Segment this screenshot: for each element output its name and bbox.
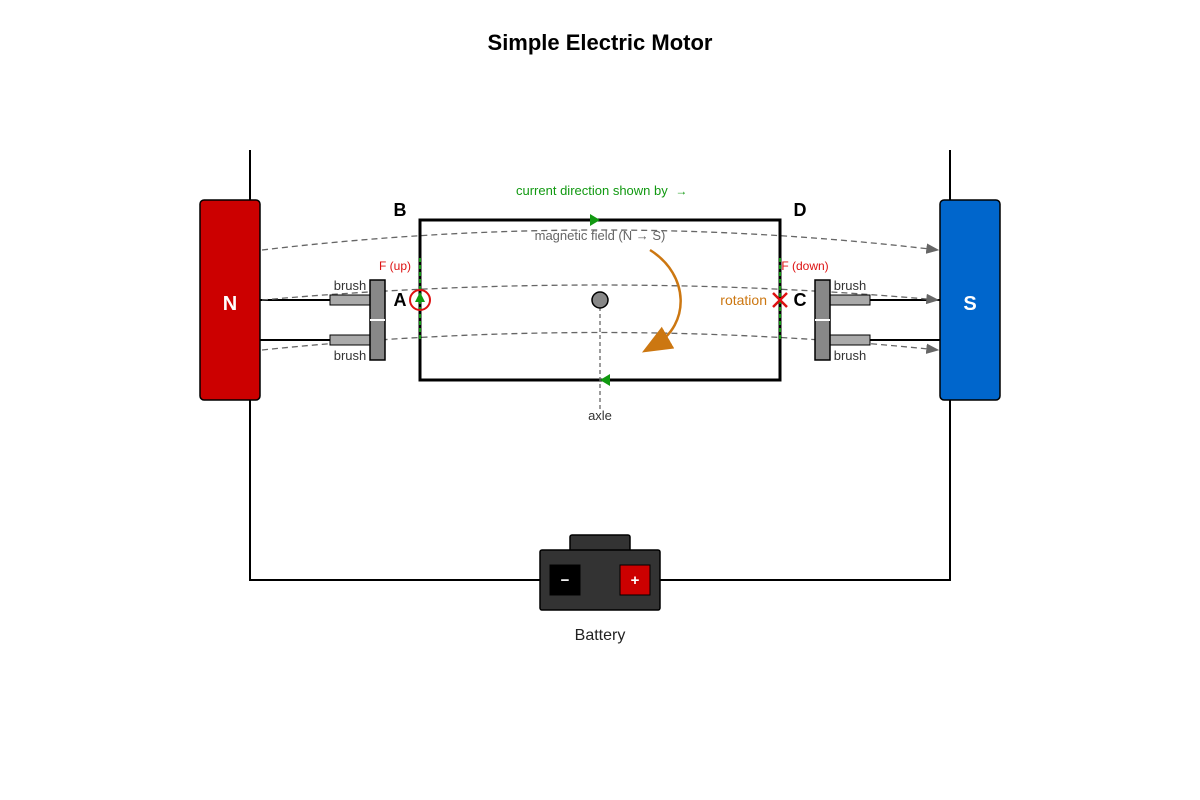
negative-terminal bbox=[549, 564, 581, 596]
negative-terminal-label: − bbox=[561, 572, 570, 589]
diagram-title: Simple Electric Motor bbox=[488, 30, 713, 55]
force-out-icon bbox=[409, 289, 431, 311]
left-lower-wire bbox=[249, 339, 540, 581]
field-label: magnetic field (N → S) bbox=[535, 228, 666, 243]
battery-label: Battery bbox=[575, 627, 626, 644]
positive-terminal bbox=[619, 564, 651, 596]
corner-b-label: B bbox=[394, 200, 407, 220]
current-note: current direction shown by → bbox=[516, 183, 687, 198]
left-outer-wire bbox=[249, 150, 330, 301]
right-commutator bbox=[814, 279, 871, 361]
north-pole-label: N bbox=[223, 293, 237, 315]
brush-label-right-top: brush bbox=[834, 278, 867, 293]
brush-label-right-bottom: brush bbox=[834, 348, 867, 363]
south-pole-label: S bbox=[963, 293, 976, 315]
brush-label-left-top: brush bbox=[334, 278, 367, 293]
force-down-label: F (down) bbox=[781, 259, 828, 273]
brush-label-left-bottom: brush bbox=[334, 348, 367, 363]
north-magnet: N bbox=[199, 199, 261, 401]
battery: − + bbox=[539, 534, 661, 611]
field-line-top bbox=[261, 229, 940, 254]
corner-a-label: A bbox=[394, 290, 407, 310]
right-outer-wire bbox=[870, 150, 951, 301]
positive-terminal-label: + bbox=[631, 572, 640, 589]
current-arrow-top bbox=[590, 214, 600, 226]
corner-c-label: C bbox=[794, 290, 807, 310]
right-lower-wire bbox=[660, 339, 951, 581]
force-up-label: F (up) bbox=[379, 259, 411, 273]
force-in-cross-icon bbox=[772, 292, 788, 308]
south-magnet: S bbox=[939, 199, 1001, 401]
field-line-middle bbox=[261, 284, 940, 305]
left-commutator bbox=[329, 279, 386, 361]
current-arrow-bottom bbox=[600, 374, 610, 386]
axle-label: axle bbox=[588, 408, 612, 423]
corner-d-label: D bbox=[794, 200, 807, 220]
rotation-label: rotation bbox=[720, 292, 767, 308]
rotation-arrow bbox=[641, 248, 682, 353]
axle-pivot bbox=[591, 291, 609, 309]
